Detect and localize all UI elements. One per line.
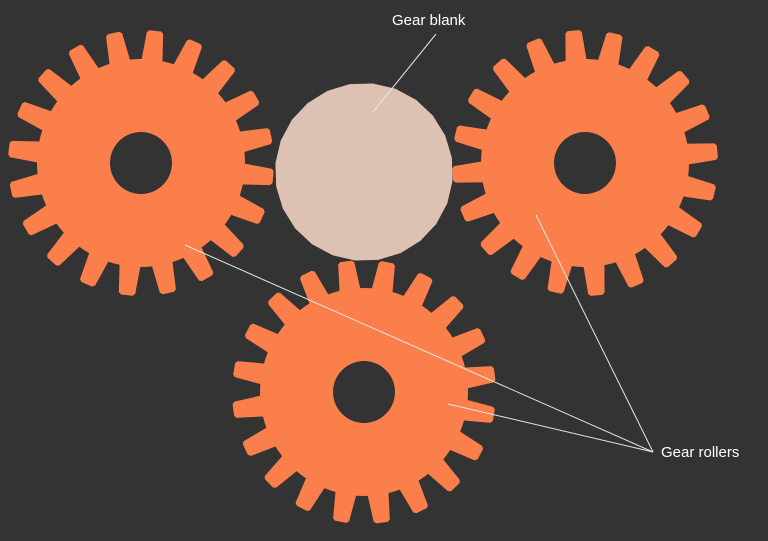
leader-lines [184,33,654,453]
gear-blank [275,83,453,261]
gear-blank-label: Gear blank [392,12,466,29]
leader-line-roller-top-right [535,214,654,453]
roller-top-right [452,30,718,296]
parts-layer [8,30,718,524]
leader-line-roller-top-left [184,244,654,453]
leader-line-roller-bottom [447,403,654,453]
roller-bottom [232,260,496,524]
gear-rollers-label: Gear rollers [661,444,739,461]
roller-top-left [8,30,274,296]
leader-line-blank [372,33,437,113]
